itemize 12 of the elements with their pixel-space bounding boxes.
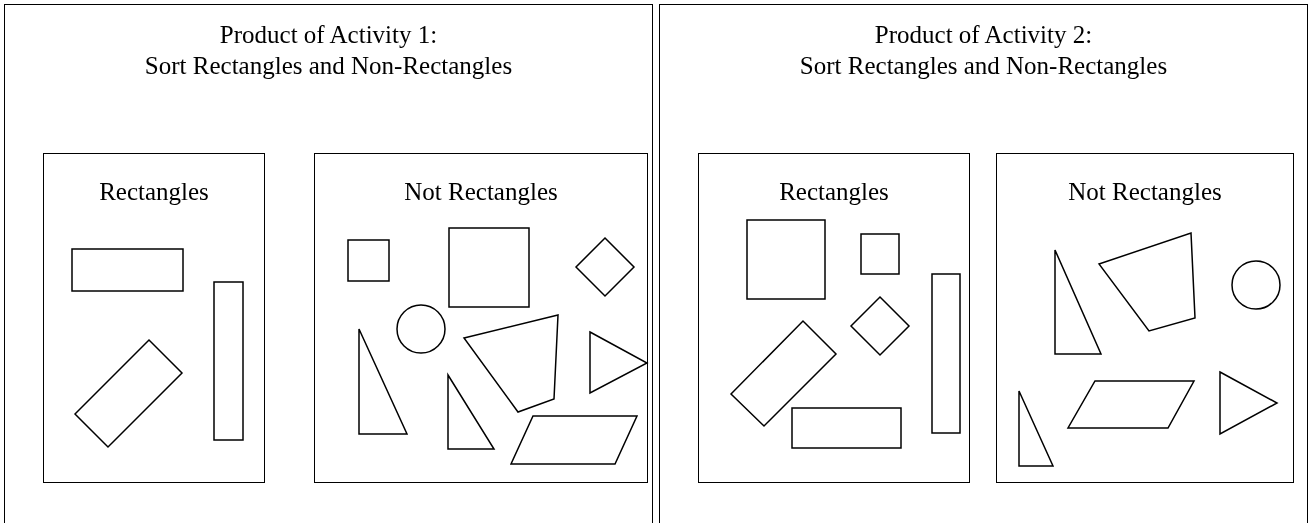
panel-title: Product of Activity 1: Sort Rectangles and Non-Rectangles <box>143 20 514 81</box>
activity-panel <box>659 4 1308 523</box>
box-heading: Not Rectangles <box>1067 178 1223 206</box>
sorting-box <box>314 153 648 483</box>
sorting-box <box>43 153 265 483</box>
box-heading: Not Rectangles <box>403 178 559 206</box>
sorting-box <box>996 153 1294 483</box>
sorting-box <box>698 153 970 483</box>
box-heading: Rectangles <box>778 178 890 206</box>
panel-title: Product of Activity 2: Sort Rectangles and Non-Rectangles <box>798 20 1169 81</box>
activity-panel <box>4 4 653 523</box>
box-heading: Rectangles <box>98 178 210 206</box>
